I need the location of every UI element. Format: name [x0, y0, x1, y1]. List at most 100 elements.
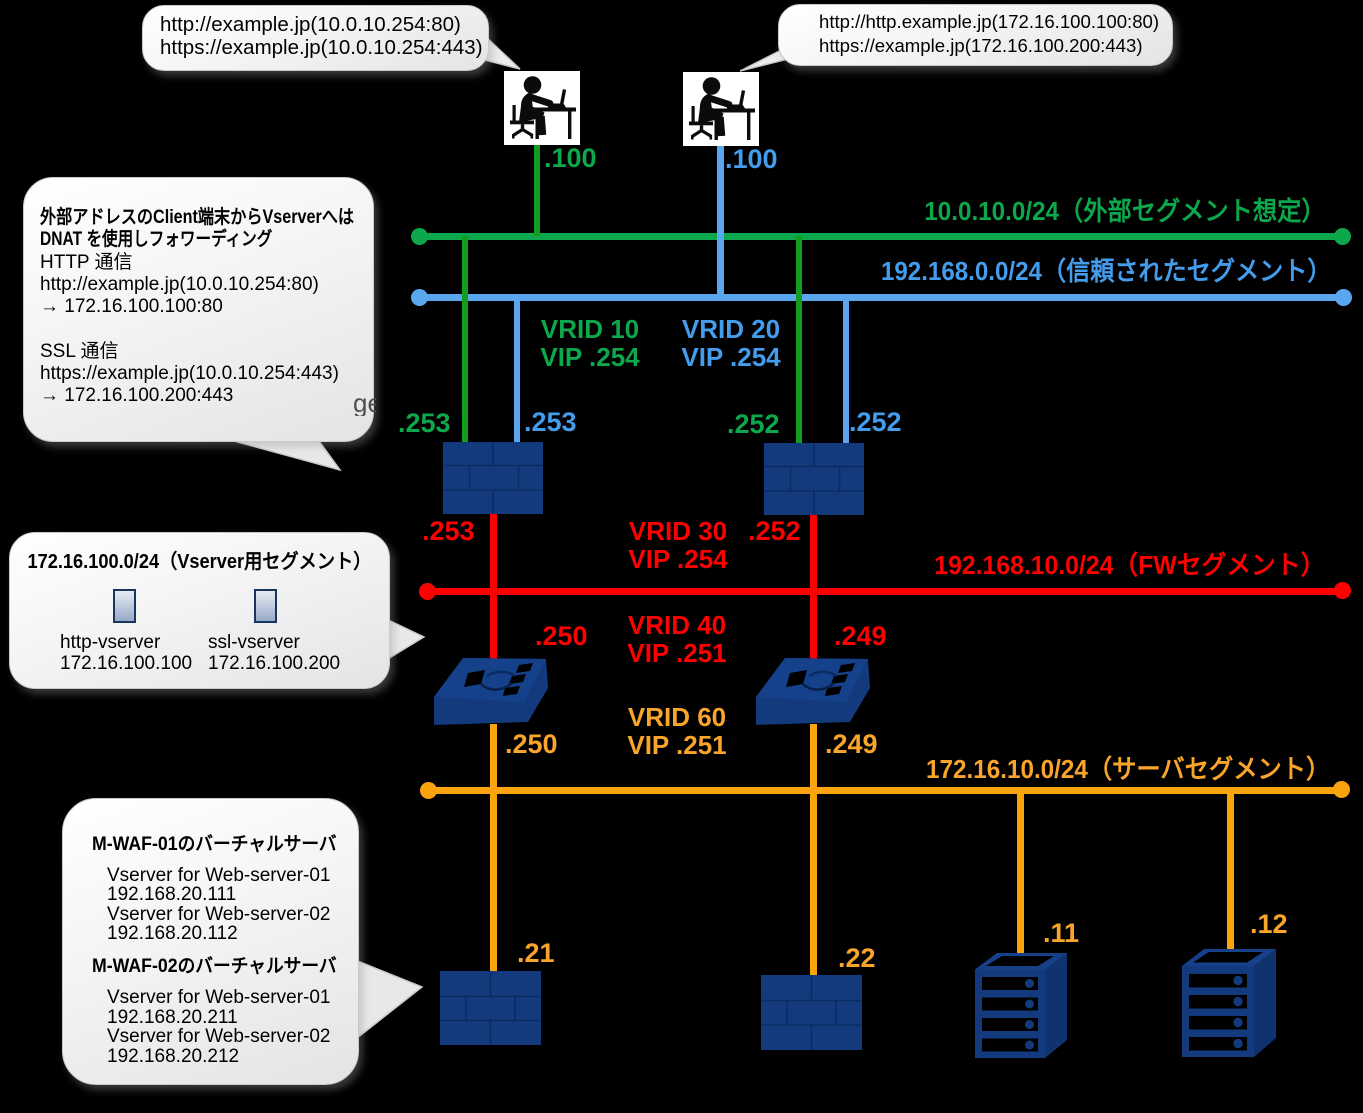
- link-fw1-switch1: [489, 513, 497, 659]
- ssl-vserver-icon: [254, 589, 277, 623]
- segment-label-trusted: 192.168.0.0/24（信頼されたセグメント）: [880, 256, 1331, 286]
- waf2-ip-label: .22: [838, 943, 876, 973]
- vserver2-ip: 172.16.100.200: [208, 653, 341, 674]
- waf-note-tail: [354, 959, 424, 1039]
- client2-ip-label: .100: [725, 144, 778, 174]
- segment-endpoint-trusted-left: [411, 288, 428, 306]
- waf2-line1: Vserver for Web-server-01: [107, 987, 331, 1008]
- waf1-ip-label: .21: [517, 938, 555, 968]
- waf2-line3: Vserver for Web-server-02: [107, 1026, 331, 1047]
- dnat-note-heading1: 外部アドレスのClient端末からVserverへは: [40, 207, 355, 228]
- vrid40-line2: VIP .251: [627, 638, 727, 668]
- dnat-note-ssl-to: → 172.16.100.200:443: [40, 385, 234, 407]
- dnat-note-ssl-from: https://example.jp(10.0.10.254:443): [40, 363, 339, 385]
- client1-icon: [504, 71, 580, 145]
- fw2-red-ip-label: .252: [748, 516, 801, 546]
- switch2-icon: [756, 658, 870, 725]
- segment-endpoint-external-right: [1333, 227, 1351, 245]
- waf-note: M-WAF-01のバーチャルサーバ Vserver for Web-server…: [62, 798, 359, 1085]
- link-fw1-external: [461, 236, 468, 443]
- vserver1-ip: 172.16.100.100: [60, 653, 193, 674]
- segment-label-server: 172.16.10.0/24（サーバセグメント）: [925, 754, 1330, 784]
- web1-ip-label: .11: [1043, 918, 1080, 948]
- waf1-line1: Vserver for Web-server-01: [107, 864, 331, 886]
- vrid10-line2: VIP .254: [540, 342, 640, 372]
- fw2-green-ip-label: .252: [727, 409, 780, 439]
- client2-note-line2: https://example.jp(172.16.100.200:443): [819, 35, 1143, 56]
- segment-endpoint-external-left: [411, 227, 428, 245]
- vserver-note: 172.16.100.0/24（Vserver用セグメント） http-vser…: [9, 532, 390, 689]
- fw1-blue-ip-label: .253: [524, 407, 577, 437]
- waf1-line4: 192.168.20.112: [107, 923, 238, 944]
- web2-ip-label: .12: [1250, 909, 1288, 939]
- segment-endpoint-server-right: [1332, 780, 1350, 798]
- waf-note-text: M-WAF-01のバーチャルサーバ Vserver for Web-server…: [92, 835, 354, 1066]
- dnat-note: 外部アドレスのClient端末からVserverへは DNAT を使用しフォワー…: [23, 177, 374, 442]
- watermark-fragment: ge: [353, 390, 376, 416]
- firewall1-icon: [443, 442, 543, 514]
- client1-note-text: http://example.jp(10.0.10.254:80) https:…: [160, 13, 483, 59]
- dnat-note-text: 外部アドレスのClient端末からVserverへは DNAT を使用しフォワー…: [40, 207, 410, 408]
- vserver2-name: ssl-vserver: [208, 632, 300, 653]
- segment-endpoint-fw-left: [418, 582, 436, 600]
- vrid20-line2: VIP .254: [681, 342, 781, 372]
- segment-line-external: [421, 232, 1342, 240]
- link-fw1-trusted: [513, 297, 520, 443]
- dnat-note-blank-line: [40, 318, 410, 340]
- vserver-note-tail: [383, 617, 426, 661]
- vrid60-line1: VRID 60: [627, 702, 727, 732]
- dnat-note-tail: [222, 436, 342, 472]
- segment-line-server: [428, 786, 1341, 794]
- vserver2-column: ssl-vserver 172.16.100.200: [208, 632, 340, 674]
- sw1-orange-ip-label: .250: [505, 729, 558, 759]
- dnat-note-http-title: HTTP 通信: [40, 251, 133, 273]
- waf1-icon: [440, 971, 541, 1045]
- link-switch2-waf2: [809, 724, 817, 975]
- client1-note-line2: https://example.jp(10.0.10.254:443): [160, 35, 483, 59]
- link-server-web2: [1226, 790, 1234, 949]
- segment-line-fw: [427, 587, 1342, 595]
- dnat-note-ssl-title: SSL 通信: [40, 340, 119, 362]
- vrid40-line1: VRID 40: [627, 610, 727, 640]
- http-vserver-icon: [113, 589, 136, 623]
- client2-note: http://http.example.jp(172.16.100.100:80…: [778, 4, 1173, 66]
- link-fw2-external: [796, 236, 802, 443]
- link-fw2-switch2: [809, 513, 817, 659]
- waf-note-title2: M-WAF-02のバーチャルサーバ: [92, 955, 337, 977]
- waf-note-title1: M-WAF-01のバーチャルサーバ: [92, 834, 337, 855]
- dnat-note-http-to: → 172.16.100.100:80: [40, 296, 223, 318]
- link-client2-trusted: [716, 145, 724, 297]
- sw2-red-ip-label: .249: [834, 621, 887, 651]
- client2-icon: [683, 72, 759, 146]
- fw1-green-ip-label: .253: [398, 408, 451, 438]
- waf1-line2: 192.168.20.111: [107, 884, 237, 905]
- web-server1-icon: [975, 953, 1067, 1058]
- vrid60-line2: VIP .251: [627, 730, 727, 760]
- vrid30-line1: VRID 30: [628, 516, 728, 546]
- client2-note-line1: http://http.example.jp(172.16.100.100:80…: [819, 11, 1160, 32]
- client2-note-text: http://http.example.jp(172.16.100.100:80…: [819, 10, 1159, 58]
- segment-label-external: 10.0.10.0/24（外部セグメント想定）: [924, 196, 1326, 226]
- vserver1-column: http-vserver 172.16.100.100: [60, 632, 192, 674]
- vrid30-line2: VIP .254: [628, 544, 728, 574]
- client1-note: http://example.jp(10.0.10.254:80) https:…: [142, 5, 489, 71]
- dnat-note-heading2: DNAT を使用しフォワーディング: [40, 229, 273, 251]
- waf2-icon: [761, 975, 862, 1050]
- fw1-red-ip-label: .253: [422, 516, 475, 546]
- vrid10-line1: VRID 10: [540, 314, 640, 344]
- client1-note-line1: http://example.jp(10.0.10.254:80): [160, 12, 461, 36]
- sw1-red-ip-label: .250: [535, 621, 588, 651]
- link-fw2-trusted: [843, 297, 849, 443]
- segment-endpoint-server-left: [419, 781, 437, 799]
- switch1-icon: [434, 658, 548, 725]
- vserver1-name: http-vserver: [60, 632, 161, 653]
- vserver-note-title: 172.16.100.0/24（Vserver用セグメント）: [27, 551, 372, 573]
- link-switch1-waf1: [489, 724, 497, 971]
- dnat-note-http-from: http://example.jp(10.0.10.254:80): [40, 273, 319, 295]
